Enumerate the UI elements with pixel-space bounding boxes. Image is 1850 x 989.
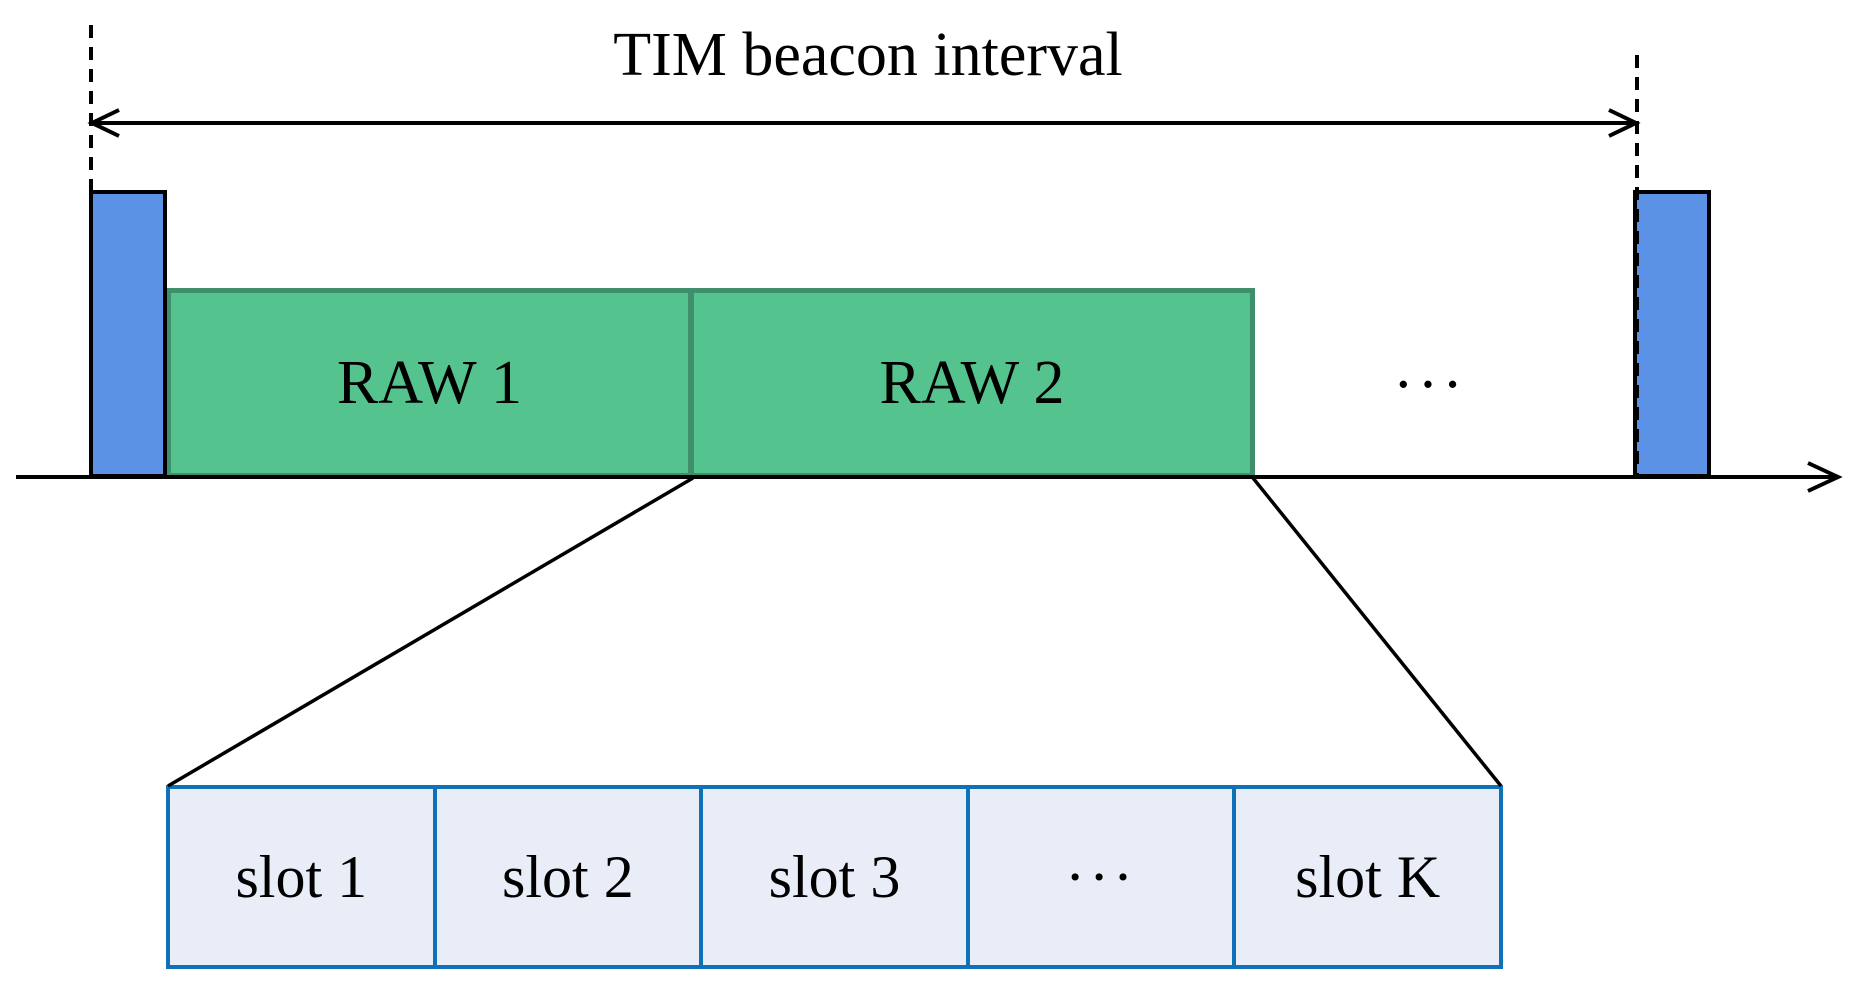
raw-window-2: RAW 2 — [689, 288, 1255, 478]
raw-window-2-label: RAW 2 — [879, 348, 1065, 417]
slot-cell-1: slot 1 — [166, 785, 437, 969]
tim-beacon-right — [1633, 190, 1711, 478]
diagram-title: TIM beacon interval — [613, 21, 1123, 89]
slot-cell-3-label: slot 3 — [768, 843, 901, 910]
slot-cell-3: slot 3 — [699, 785, 970, 969]
slot-cell-2-label: slot 2 — [502, 843, 634, 910]
expansion-line-right — [1251, 476, 1503, 788]
interval-arrowhead-right-icon — [1608, 108, 1641, 138]
interval-arrowhead-left-icon — [87, 108, 120, 138]
slot-cell-1-label: slot 1 — [235, 843, 368, 910]
raw-ellipsis: ··· — [1393, 350, 1467, 419]
tim-beacon-left — [89, 190, 167, 478]
slot-strip: slot 1 slot 2 slot 3 ··· slot K — [166, 785, 1503, 969]
expansion-line-left — [167, 476, 694, 788]
slot-cell-ellipsis-label: ··· — [1065, 843, 1138, 910]
slot-cell-k: slot K — [1232, 785, 1503, 969]
slot-cell-k-label: slot K — [1295, 843, 1441, 910]
raw-window-1: RAW 1 — [166, 288, 693, 478]
raw-window-1-label: RAW 1 — [336, 348, 523, 417]
timeline-axis-arrowhead-icon — [1807, 461, 1843, 493]
slot-cell-2: slot 2 — [432, 785, 704, 969]
slot-cell-ellipsis: ··· — [965, 785, 1237, 969]
